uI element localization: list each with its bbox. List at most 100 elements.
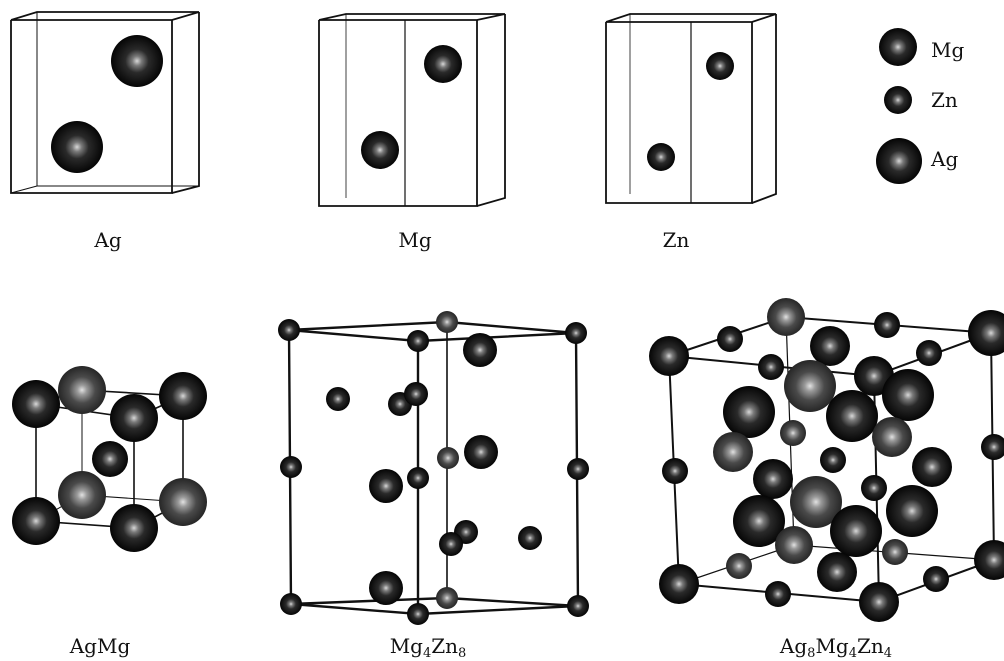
atom [407,467,429,489]
atom [830,505,882,557]
atoms-zn [647,52,734,171]
atom [280,593,302,615]
atom [717,326,743,352]
atom [464,435,498,469]
legend-mg-icon [879,28,917,66]
atom-ag [111,35,163,87]
panel-ag: Ag [10,11,200,252]
atom [567,458,589,480]
caption-ag8mg4zn4: Ag8Mg4Zn4 [779,634,892,661]
atom-mg [424,45,462,83]
unit-cell-mg [318,13,506,207]
panel-mg4zn8: Mg4Zn8 [278,311,589,661]
atoms-ag8mg4zn4 [649,298,1004,622]
atom [784,360,836,412]
caption-zn: Zn [663,228,690,252]
atom [58,471,106,519]
legend-label-ag: Ag [930,147,958,171]
atom [662,458,688,484]
atom [790,476,842,528]
atom [874,312,900,338]
atom [780,420,806,446]
atom [92,441,128,477]
atom [280,456,302,478]
atom [726,553,752,579]
panel-mg: Mg [318,13,506,252]
atom [326,387,350,411]
atom [437,447,459,469]
atoms-ag [51,35,163,173]
atom [659,564,699,604]
atom [439,532,463,556]
atom [981,434,1004,460]
atom [110,394,158,442]
atom [758,354,784,380]
atom [820,447,846,473]
legend: Mg Zn Ag [876,28,964,184]
panel-zn: Zn [605,13,777,252]
atom [436,311,458,333]
atom [110,504,158,552]
atom [369,571,403,605]
atom [713,432,753,472]
atom [518,526,542,550]
legend-label-zn: Zn [931,88,958,112]
atom [974,540,1004,580]
atom [58,366,106,414]
caption-agmg: AgMg [69,634,131,658]
atom [159,372,207,420]
atom [463,333,497,367]
atom [968,310,1004,356]
atom [912,447,952,487]
caption-ag: Ag [93,228,121,252]
atom [882,369,934,421]
atom [12,380,60,428]
caption-mg: Mg [398,228,431,252]
atom [882,539,908,565]
atom [916,340,942,366]
atom [775,526,813,564]
atom [886,485,938,537]
legend-label-mg: Mg [931,38,964,62]
atom-mg [361,131,399,169]
panel-ag8mg4zn4: Ag8Mg4Zn4 [649,298,1004,661]
legend-atoms [876,28,922,184]
atom [861,475,887,501]
atom [369,469,403,503]
atom [923,566,949,592]
unit-cell-ag [10,11,200,194]
atom [567,595,589,617]
atom [159,478,207,526]
atom [565,322,587,344]
unit-cell-zn [605,13,777,204]
atoms-mg [361,45,462,169]
atom [436,587,458,609]
unit-cell-mg4zn8 [287,320,580,616]
atom [753,459,793,499]
atom [872,417,912,457]
atom [723,386,775,438]
atom [404,382,428,406]
atom [810,326,850,366]
atom [765,581,791,607]
panel-agmg: AgMg [12,366,207,658]
atom [767,298,805,336]
atom [407,603,429,625]
caption-mg4zn8: Mg4Zn8 [390,634,467,661]
legend-ag-icon [876,138,922,184]
atom [407,330,429,352]
atoms-agmg [12,366,207,552]
atom-ag [51,121,103,173]
atom-zn [647,143,675,171]
atom [817,552,857,592]
atom [733,495,785,547]
atom [826,390,878,442]
atoms-mg4zn8 [278,311,589,625]
atom [859,582,899,622]
legend-zn-icon [884,86,912,114]
atom [12,497,60,545]
atom [649,336,689,376]
atom [278,319,300,341]
atom-zn [706,52,734,80]
